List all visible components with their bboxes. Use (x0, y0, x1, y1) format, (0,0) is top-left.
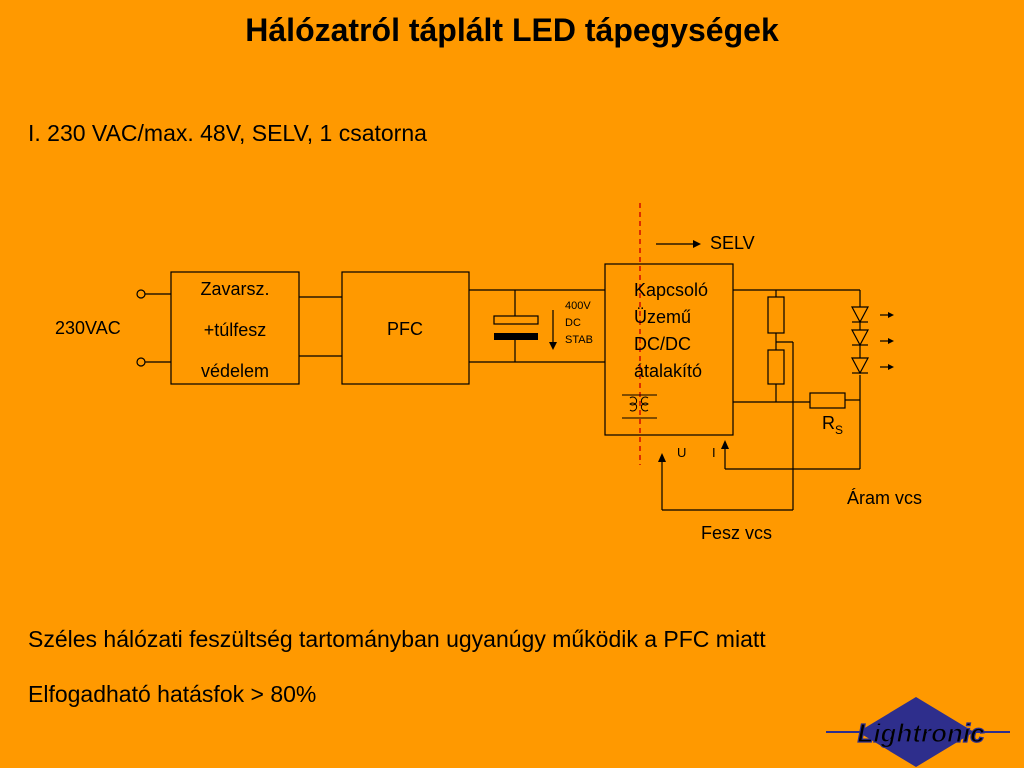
slide-subtitle: I. 230 VAC/max. 48V, SELV, 1 csatorna (28, 120, 427, 146)
bus-stab-label: STAB (565, 334, 593, 346)
i-label: I (712, 445, 716, 460)
current-feedback-label: Áram vcs (847, 488, 922, 508)
led-string (851, 306, 869, 375)
converter-block (604, 263, 734, 436)
pfc-label: PFC (387, 319, 423, 339)
voltage-feedback-label: Fesz vcs (701, 523, 772, 543)
protection-label-3: védelem (201, 361, 269, 381)
selv-arrow (656, 240, 701, 248)
protection-block (170, 271, 300, 385)
lightronic-logo: Lightronic (826, 697, 1010, 767)
voltage-arrow (549, 310, 557, 350)
u-label: U (677, 445, 686, 460)
protection-label-2: +túlfesz (204, 320, 267, 340)
converter-label-3: DC/DC (634, 334, 691, 354)
sense-resistor-label: RS (822, 413, 843, 437)
pfc-block (341, 271, 470, 385)
voltage-fb-arrowhead (658, 453, 666, 462)
block-connections (299, 289, 605, 363)
transformer-icon (622, 394, 657, 419)
converter-label-4: átalakító (634, 361, 702, 381)
protection-label-1: Zavarsz. (200, 279, 269, 299)
divider-resistor-bottom (767, 349, 785, 385)
input-voltage-label: 230VAC (55, 318, 121, 338)
divider-resistor-top (767, 296, 785, 334)
converter-label-1: Kapcsoló (634, 280, 708, 300)
input-terminals (136, 289, 171, 367)
logo-text: Lightronic (857, 718, 985, 748)
light-emission-icon (880, 312, 894, 370)
bus-voltage-label: 400V (565, 300, 591, 312)
sense-resistor (809, 392, 846, 409)
selv-label: SELV (710, 233, 755, 253)
capacitor-symbol (493, 290, 539, 362)
slide-title: Hálózatról táplált LED tápegységek (245, 12, 779, 48)
output-wiring (661, 289, 861, 511)
current-fb-arrowhead (721, 440, 729, 449)
converter-label-2: Üzemű (634, 307, 691, 327)
bus-dc-label: DC (565, 317, 581, 329)
bullet-efficiency: Elfogadható hatásfok > 80% (28, 681, 317, 707)
bullet-pfc: Széles hálózati feszültség tartományban … (28, 626, 766, 652)
